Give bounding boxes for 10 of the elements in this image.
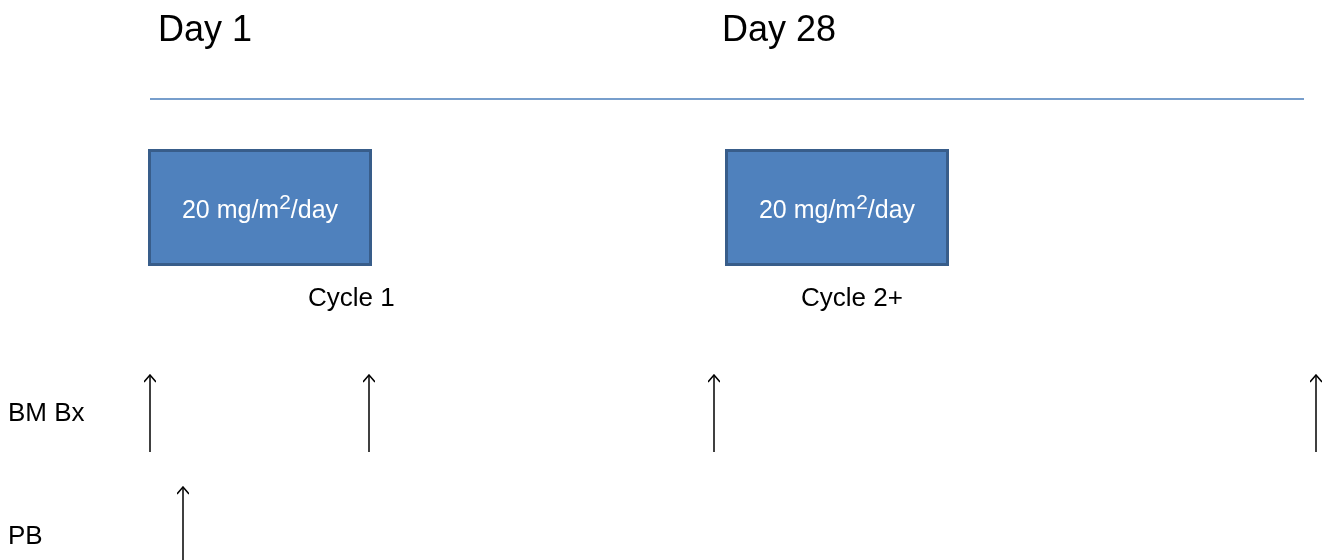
dose-box (725, 149, 949, 266)
row-label: PB (8, 520, 43, 551)
cycle-label: Cycle 2+ (801, 282, 903, 313)
dose-text: 20 mg/m$^{2}$/day (180, 189, 340, 226)
dose-box (148, 149, 372, 266)
day-label: Day 28 (722, 8, 837, 50)
dose-text: 20 mg/m$^{2}$/day (757, 189, 917, 226)
row-label: BM Bx (8, 397, 85, 428)
cycle-label: Cycle 1 (308, 282, 395, 313)
day-label: Day 1 (158, 8, 253, 50)
